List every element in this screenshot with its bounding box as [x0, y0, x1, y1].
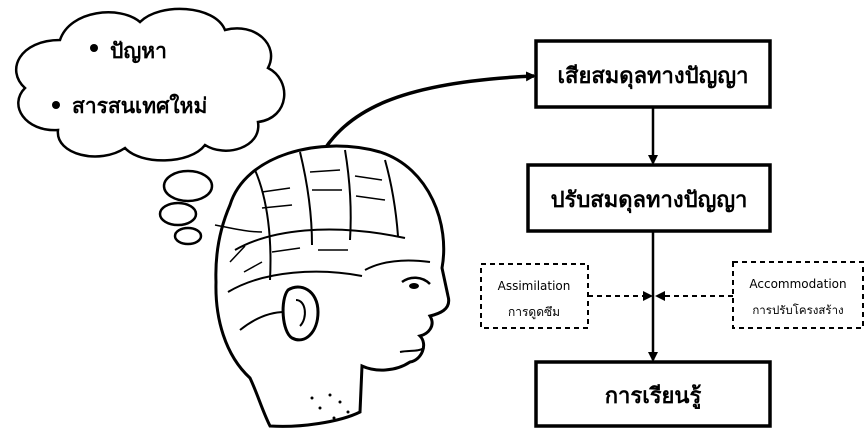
cloud-outline	[16, 9, 284, 161]
eye	[409, 283, 419, 289]
bullet-text-1: ปัญหา	[110, 39, 167, 64]
ear	[283, 287, 318, 340]
bullet-dot-2	[52, 101, 60, 109]
assimilation-label-th: การดูดซึม	[508, 305, 560, 320]
thought-trail-bubble-small	[175, 228, 201, 244]
accommodation-label-en: Accommodation	[749, 277, 846, 291]
assimilation-label-en: Assimilation	[498, 279, 571, 293]
bullet-dot-1	[90, 44, 98, 52]
thought-trail-bubble-medium	[160, 203, 196, 225]
bullet-text-2: สารสนเทศใหม่	[72, 93, 207, 118]
accommodation-label-th: การปรับโครงสร้าง	[752, 303, 843, 317]
learning-label: การเรียนรู้	[605, 384, 702, 410]
accommodation-box	[733, 262, 863, 328]
thought-trail-bubble-large	[164, 171, 212, 201]
phrenology-head-illustration	[215, 146, 449, 426]
equilibration-label: ปรับสมดุลทางปัญญา	[551, 188, 748, 214]
disequilibrium-label: เสียสมดุลทางปัญญา	[558, 64, 749, 90]
thought-cloud	[16, 9, 284, 161]
